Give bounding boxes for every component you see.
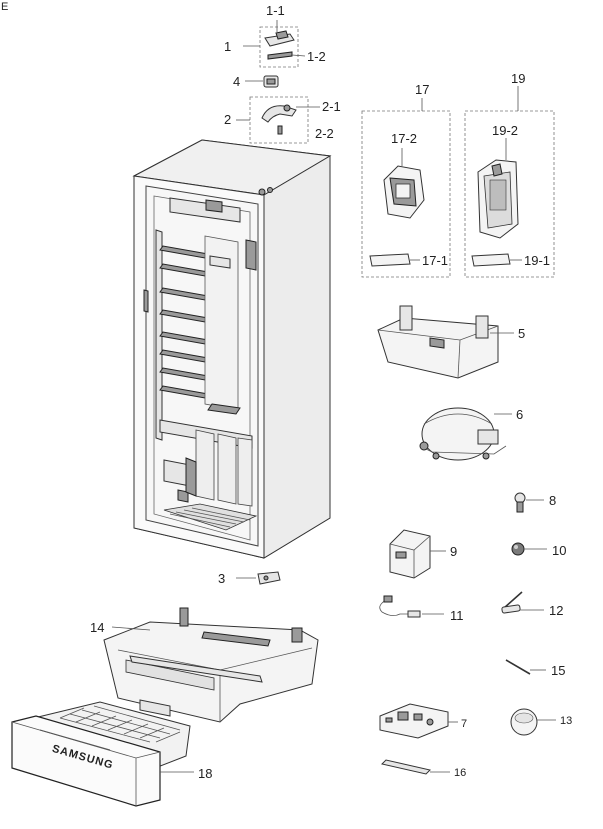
label-7: 7 (461, 718, 467, 730)
label-9: 9 (450, 544, 457, 559)
part-7-pcb (379, 703, 458, 739)
part-4-cap (245, 75, 279, 88)
label-12: 12 (549, 603, 563, 618)
label-1-1: 1-1 (266, 3, 285, 18)
basket-grid (59, 705, 181, 743)
label-11: 11 (450, 608, 464, 623)
part-8-fitting (514, 492, 544, 513)
label-14: 14 (90, 620, 104, 635)
part-13-round-cap (510, 708, 556, 736)
label-10: 10 (552, 543, 566, 558)
part-12-probe (501, 591, 544, 614)
label-1-2: 1-2 (307, 49, 326, 64)
part-11-harness (379, 595, 444, 618)
corner-mark: E (1, 1, 8, 13)
refrigerator-cabinet (132, 139, 332, 559)
label-2-1: 2-1 (322, 99, 341, 114)
label-17-2: 17-2 (391, 131, 417, 146)
label-4: 4 (233, 74, 240, 89)
label-8: 8 (549, 493, 556, 508)
part-10-sensor (511, 542, 547, 556)
part-2-hinge-group (236, 96, 320, 144)
part-16-bar (381, 759, 450, 775)
label-3: 3 (218, 571, 225, 586)
part-3-hinge-bottom (236, 571, 281, 585)
part-14-base-frame (103, 607, 319, 723)
part-15-wire (505, 659, 546, 675)
part-17-group (361, 98, 451, 278)
label-13: 13 (560, 715, 572, 727)
part-19-group (464, 86, 555, 278)
label-5: 5 (518, 326, 525, 341)
label-2: 2 (224, 112, 231, 127)
label-17-1: 17-1 (422, 253, 448, 268)
label-19: 19 (511, 71, 525, 86)
label-16: 16 (454, 767, 466, 779)
label-18: 18 (198, 766, 212, 781)
label-19-2: 19-2 (492, 123, 518, 138)
part-9-module (389, 529, 446, 579)
label-2-2: 2-2 (315, 126, 334, 141)
label-1: 1 (224, 39, 231, 54)
label-6: 6 (516, 407, 523, 422)
part-18-drawer: SAMSUNG (11, 701, 194, 807)
part-6-compressor (419, 407, 512, 461)
label-19-1: 19-1 (524, 253, 550, 268)
label-17: 17 (415, 82, 429, 97)
label-15: 15 (551, 663, 565, 678)
part-5-cover (377, 305, 514, 379)
part-1-hinge-group (243, 20, 306, 68)
